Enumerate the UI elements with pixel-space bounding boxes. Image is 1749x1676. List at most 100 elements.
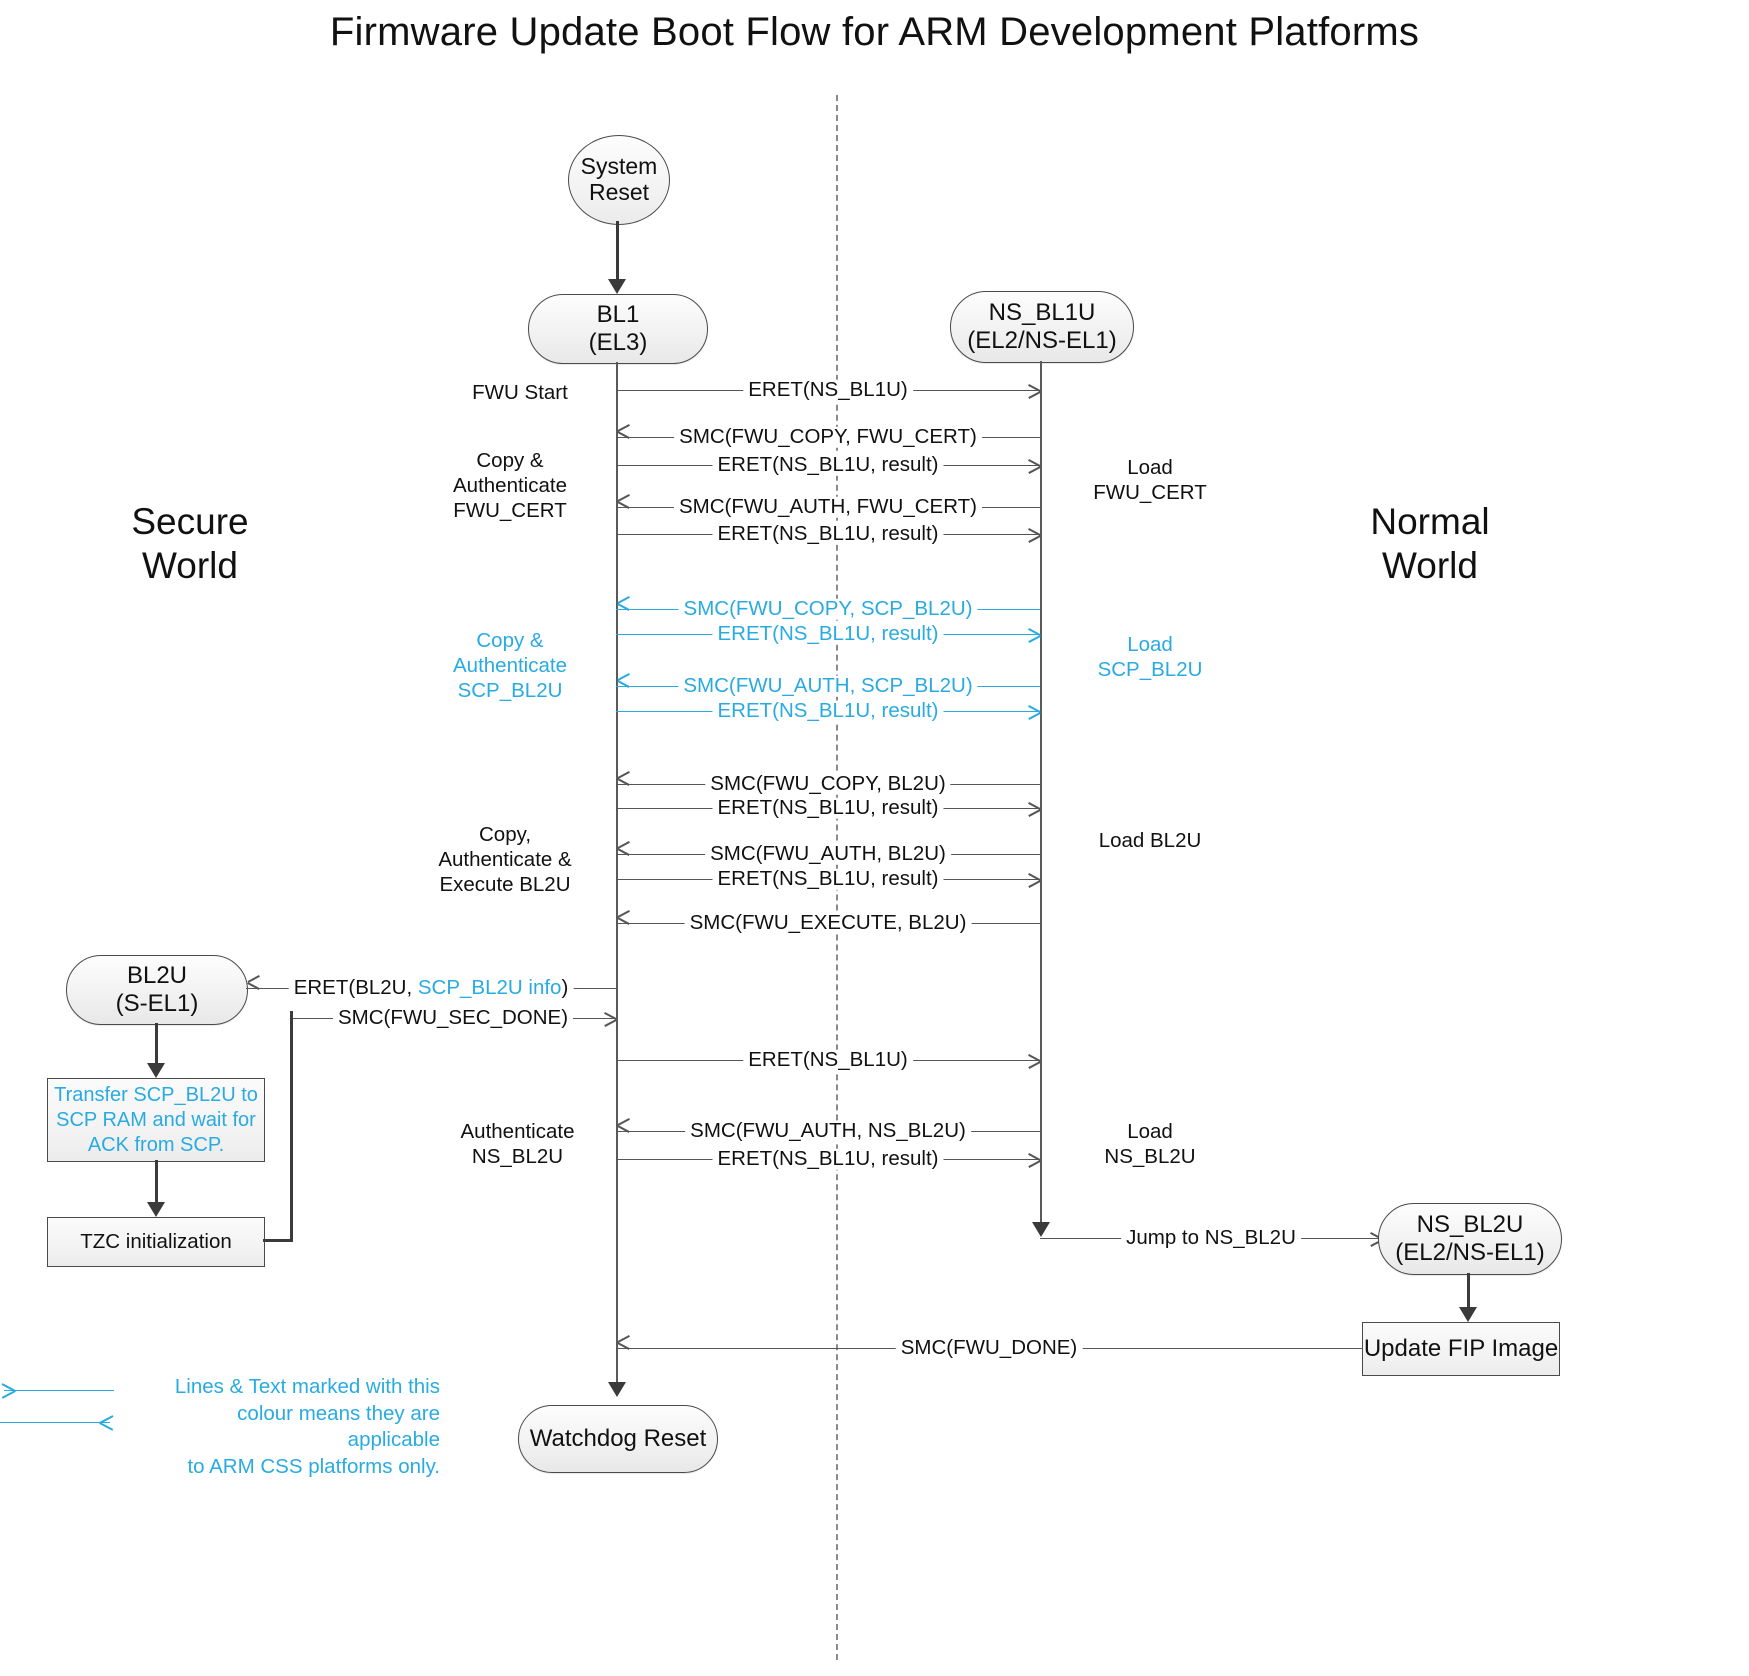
- message-m19-label: ERET(NS_BL1U, result): [712, 1148, 944, 1170]
- message-m6-label: SMC(FWU_COPY, SCP_BL2U): [678, 598, 978, 620]
- legend-note-line2: colour means they are applicable: [237, 1401, 440, 1452]
- box-tzc-initialization[interactable]: TZC initialization: [47, 1217, 265, 1267]
- arrow-ns-bl1u-jump-head: [1032, 1222, 1050, 1237]
- tzc-init-label: TZC initialization: [80, 1230, 232, 1254]
- message-m17-arrowhead: [1029, 1053, 1040, 1067]
- annotation-load-fwu-cert-line2: FWU_CERT: [1093, 481, 1207, 504]
- node-ns-bl2u[interactable]: NS_BL2U (EL2/NS-EL1): [1378, 1203, 1562, 1275]
- arrow-bl2u-to-transfer-line: [155, 1023, 158, 1067]
- annotation-load-scp-bl2u: Load SCP_BL2U: [1060, 632, 1240, 682]
- arrow-transfer-to-tzc-head: [147, 1202, 165, 1217]
- message-m19: ERET(NS_BL1U, result): [616, 1148, 1040, 1170]
- annotation-copy-auth-exec-bl2u-line3: Execute BL2U: [439, 873, 571, 896]
- message-m13: ERET(NS_BL1U, result): [616, 868, 1040, 890]
- tzc-route-horizontal: [263, 1239, 293, 1242]
- annotation-authenticate-ns-bl2u: Authenticate NS_BL2U: [430, 1119, 605, 1169]
- system-reset-line1: System: [580, 153, 658, 180]
- annotation-load-ns-bl2u-line2: NS_BL2U: [1104, 1145, 1196, 1168]
- message-smc-fwu-done: SMC(FWU_DONE): [616, 1337, 1362, 1359]
- lifeline-ns-bl1u: [1040, 361, 1042, 1233]
- message-m3-label: ERET(NS_BL1U, result): [712, 454, 944, 476]
- tzc-route-vertical: [290, 1011, 293, 1242]
- message-eret-bl2u-label: ERET(BL2U, SCP_BL2U info): [288, 975, 574, 999]
- message-m18: SMC(FWU_AUTH, NS_BL2U): [616, 1120, 1040, 1142]
- node-bl2u[interactable]: BL2U (S-EL1): [66, 955, 248, 1025]
- box-update-fip-image[interactable]: Update FIP Image: [1362, 1322, 1560, 1376]
- annotation-copy-auth-fwu-cert-line2: Authenticate: [453, 474, 567, 497]
- annotation-copy-auth-fwu-cert-line3: FWU_CERT: [453, 499, 567, 522]
- message-m2-label: SMC(FWU_COPY, FWU_CERT): [674, 426, 982, 448]
- legend-arrow-left-line: [4, 1390, 114, 1391]
- eret-bl2u-cyan-part: SCP_BL2U info: [417, 975, 562, 999]
- message-jump-ns-bl2u-label: Jump to NS_BL2U: [1121, 1227, 1301, 1249]
- transfer-scp-line3: ACK from SCP.: [87, 1133, 225, 1156]
- lifeline-bl1: [616, 362, 618, 1392]
- annotation-copy-auth-fwu-cert-line1: Copy &: [476, 449, 544, 472]
- message-m10: SMC(FWU_COPY, BL2U): [616, 773, 1040, 795]
- annotation-load-bl2u: Load BL2U: [1060, 828, 1240, 853]
- message-m11-arrowhead: [1029, 801, 1040, 815]
- annotation-load-fwu-cert: Load FWU_CERT: [1060, 455, 1240, 505]
- node-ns-bl1u[interactable]: NS_BL1U (EL2/NS-EL1): [950, 291, 1134, 363]
- message-m5: ERET(NS_BL1U, result): [616, 523, 1040, 545]
- message-m19-arrowhead: [1029, 1152, 1040, 1166]
- annotation-load-scp-bl2u-line2: SCP_BL2U: [1097, 658, 1203, 681]
- secure-world-line1: Secure: [131, 501, 249, 542]
- message-m9-label: ERET(NS_BL1U, result): [712, 700, 944, 722]
- message-m8: SMC(FWU_AUTH, SCP_BL2U): [616, 675, 1040, 697]
- arrow-bl2u-to-transfer-head: [147, 1063, 165, 1078]
- message-m1-arrowhead: [1029, 383, 1040, 397]
- ns-bl2u-line2: (EL2/NS-EL1): [1395, 1239, 1545, 1266]
- ns-bl1u-line2: (EL2/NS-EL1): [967, 327, 1117, 354]
- message-m5-label: ERET(NS_BL1U, result): [712, 523, 944, 545]
- annotation-fwu-start: FWU Start: [440, 380, 600, 405]
- message-m7: ERET(NS_BL1U, result): [616, 623, 1040, 645]
- eret-bl2u-suffix: ): [561, 975, 569, 999]
- annotation-copy-auth-exec-bl2u-line2: Authenticate &: [438, 848, 572, 871]
- message-m17-label: ERET(NS_BL1U): [743, 1049, 913, 1071]
- normal-world-line2: World: [1382, 545, 1478, 587]
- annotation-load-scp-bl2u-line1: Load: [1127, 633, 1173, 656]
- update-fip-label: Update FIP Image: [1363, 1335, 1559, 1362]
- arrow-nsbl2u-to-fip-head: [1459, 1307, 1477, 1322]
- annotation-load-fwu-cert-line1: Load: [1127, 456, 1173, 479]
- message-m9-arrowhead: [1029, 704, 1040, 718]
- message-m13-label: ERET(NS_BL1U, result): [712, 868, 944, 890]
- message-m11-label: ERET(NS_BL1U, result): [712, 797, 944, 819]
- arrow-reset-to-bl1-line: [616, 221, 619, 283]
- annotation-authenticate-ns-bl2u-line1: Authenticate: [460, 1120, 575, 1143]
- message-m14-label: SMC(FWU_EXECUTE, BL2U): [684, 912, 972, 934]
- message-m18-label: SMC(FWU_AUTH, NS_BL2U): [685, 1120, 971, 1142]
- legend-arrow-left-head: [0, 1383, 16, 1399]
- legend-note-line1: Lines & Text marked with this: [174, 1375, 440, 1398]
- annotation-authenticate-ns-bl2u-line2: NS_BL2U: [471, 1145, 564, 1168]
- legend-arrow-right-line: [0, 1422, 110, 1423]
- node-watchdog-reset[interactable]: Watchdog Reset: [518, 1405, 718, 1473]
- watchdog-reset-label: Watchdog Reset: [529, 1425, 707, 1453]
- message-m2: SMC(FWU_COPY, FWU_CERT): [616, 426, 1040, 448]
- message-smc-sec-done: SMC(FWU_SEC_DONE): [290, 1007, 616, 1029]
- legend-arrows: [0, 1382, 120, 1442]
- message-eret-bl2u: ERET(BL2U, SCP_BL2U info): [246, 975, 616, 999]
- message-m8-label: SMC(FWU_AUTH, SCP_BL2U): [678, 675, 978, 697]
- arrow-nsbl2u-to-fip-line: [1467, 1273, 1470, 1311]
- message-m10-label: SMC(FWU_COPY, BL2U): [705, 773, 951, 795]
- message-m17: ERET(NS_BL1U): [616, 1049, 1040, 1071]
- annotation-copy-auth-fwu-cert: Copy & Authenticate FWU_CERT: [420, 448, 600, 523]
- box-transfer-scp-bl2u[interactable]: Transfer SCP_BL2U to SCP RAM and wait fo…: [47, 1078, 265, 1162]
- message-m14: SMC(FWU_EXECUTE, BL2U): [616, 912, 1040, 934]
- transfer-scp-line2: SCP RAM and wait for: [56, 1108, 256, 1131]
- annotation-copy-auth-scp-bl2u-line1: Copy &: [476, 629, 544, 652]
- page-title: Firmware Update Boot Flow for ARM Develo…: [329, 10, 1420, 54]
- bl1-line1: BL1: [596, 301, 640, 329]
- message-m7-label: ERET(NS_BL1U, result): [712, 623, 944, 645]
- transfer-scp-line1: Transfer SCP_BL2U to: [54, 1083, 258, 1106]
- message-m9: ERET(NS_BL1U, result): [616, 700, 1040, 722]
- node-bl1[interactable]: BL1 (EL3): [528, 294, 708, 364]
- message-m5-arrowhead: [1029, 527, 1040, 541]
- ns-bl2u-line1: NS_BL2U: [1416, 1211, 1524, 1239]
- annotation-load-ns-bl2u: Load NS_BL2U: [1060, 1119, 1240, 1169]
- node-system-reset[interactable]: System Reset: [568, 135, 670, 225]
- message-m11: ERET(NS_BL1U, result): [616, 797, 1040, 819]
